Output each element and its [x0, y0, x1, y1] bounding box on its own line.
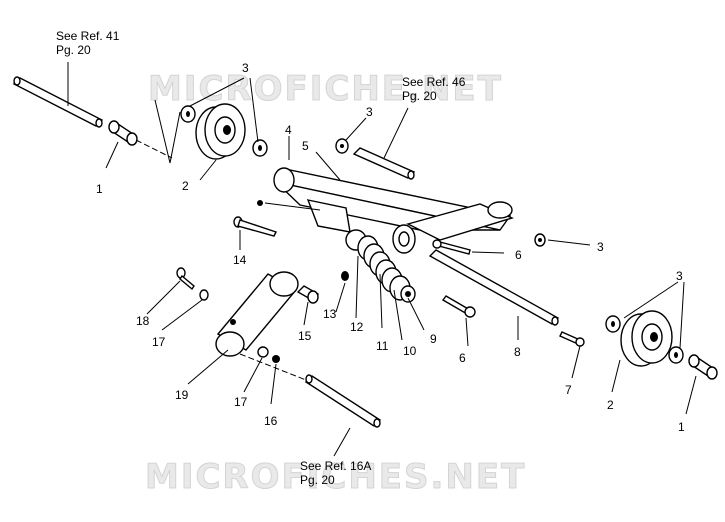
callout-10: 10 — [403, 344, 417, 358]
reference-note-46: See Ref. 46 Pg. 20 — [402, 75, 466, 103]
left-upper-wheel — [195, 103, 246, 160]
bolt-18 — [176, 267, 195, 291]
link-arm — [215, 271, 299, 357]
callout-1-upper-spacer: 1 — [96, 182, 103, 196]
bolt-6-upper — [432, 239, 471, 255]
callout-numbers: 1 2 3 3 4 3 5 14 6 3 18 17 15 13 12 11 1… — [96, 61, 685, 434]
callout-11: 11 — [376, 339, 389, 353]
svg-text:See Ref. 41: See Ref. 41 — [56, 29, 120, 43]
callout-19: 19 — [175, 388, 189, 402]
right-lower-washer-2 — [668, 346, 684, 364]
callout-6-upper: 6 — [515, 248, 522, 262]
svg-text:Pg. 20: Pg. 20 — [402, 89, 437, 103]
callout-17-upper: 17 — [152, 335, 166, 349]
watermark-bottom: MICROFICHES.NET — [145, 457, 526, 497]
callout-9: 9 — [430, 332, 437, 346]
callout-2-upper-wheel: 2 — [182, 179, 189, 193]
lower-shaft — [304, 374, 382, 428]
a-arm-assembly — [273, 167, 515, 254]
right-lower-wheel — [620, 310, 673, 367]
washer-17-upper — [199, 289, 209, 301]
right-lower-washer-1 — [605, 315, 621, 333]
leader-lines — [67, 62, 697, 457]
svg-text:See Ref. 16A: See Ref. 16A — [300, 459, 371, 473]
left-upper-shaft — [12, 76, 104, 128]
bolt-6-lower — [441, 295, 476, 318]
long-shaft — [428, 249, 560, 326]
callout-2-lower-wheel: 2 — [607, 398, 614, 412]
callout-3-lower-wheel: 3 — [676, 269, 683, 283]
callout-4: 4 — [285, 123, 292, 137]
upper-right-shaft — [335, 138, 416, 180]
reference-note-41: See Ref. 41 Pg. 20 — [56, 29, 120, 57]
watermark-top: MICROFICHE.NET — [148, 69, 503, 109]
callout-14: 14 — [233, 253, 247, 267]
bolt-14 — [233, 216, 277, 237]
left-upper-washer-1 — [180, 105, 196, 123]
callout-17-lower: 17 — [234, 395, 248, 409]
svg-text:Pg. 20: Pg. 20 — [300, 473, 335, 487]
callout-16: 16 — [264, 414, 278, 428]
svg-text:Pg. 20: Pg. 20 — [56, 43, 91, 57]
callout-15: 15 — [298, 329, 312, 343]
reference-note-16a: See Ref. 16A Pg. 20 — [300, 459, 371, 487]
callout-6-lower: 6 — [459, 351, 466, 365]
callout-1-lower-spacer: 1 — [678, 420, 685, 434]
nut-13 — [341, 271, 349, 281]
svg-text:See Ref. 46: See Ref. 46 — [402, 75, 466, 89]
nut-16 — [272, 355, 280, 363]
right-lower-spacer — [688, 354, 718, 380]
leader-dash — [135, 139, 173, 159]
callout-5: 5 — [302, 139, 309, 153]
left-upper-washer-2 — [252, 139, 268, 157]
callout-3-ref46: 3 — [366, 105, 373, 119]
callout-8: 8 — [514, 345, 521, 359]
bushing-15 — [296, 285, 320, 304]
left-upper-spacer — [108, 120, 138, 146]
callout-13: 13 — [323, 307, 337, 321]
callout-3-mid: 3 — [597, 240, 604, 254]
washer-17-lower — [257, 346, 269, 358]
leader-line — [154, 99, 181, 164]
bolt-7 — [559, 331, 585, 347]
right-arm-washer — [534, 233, 546, 247]
callout-12: 12 — [350, 320, 364, 334]
callout-7: 7 — [565, 383, 572, 397]
callout-18: 18 — [136, 314, 150, 328]
callout-3-upper-washers: 3 — [242, 61, 249, 75]
